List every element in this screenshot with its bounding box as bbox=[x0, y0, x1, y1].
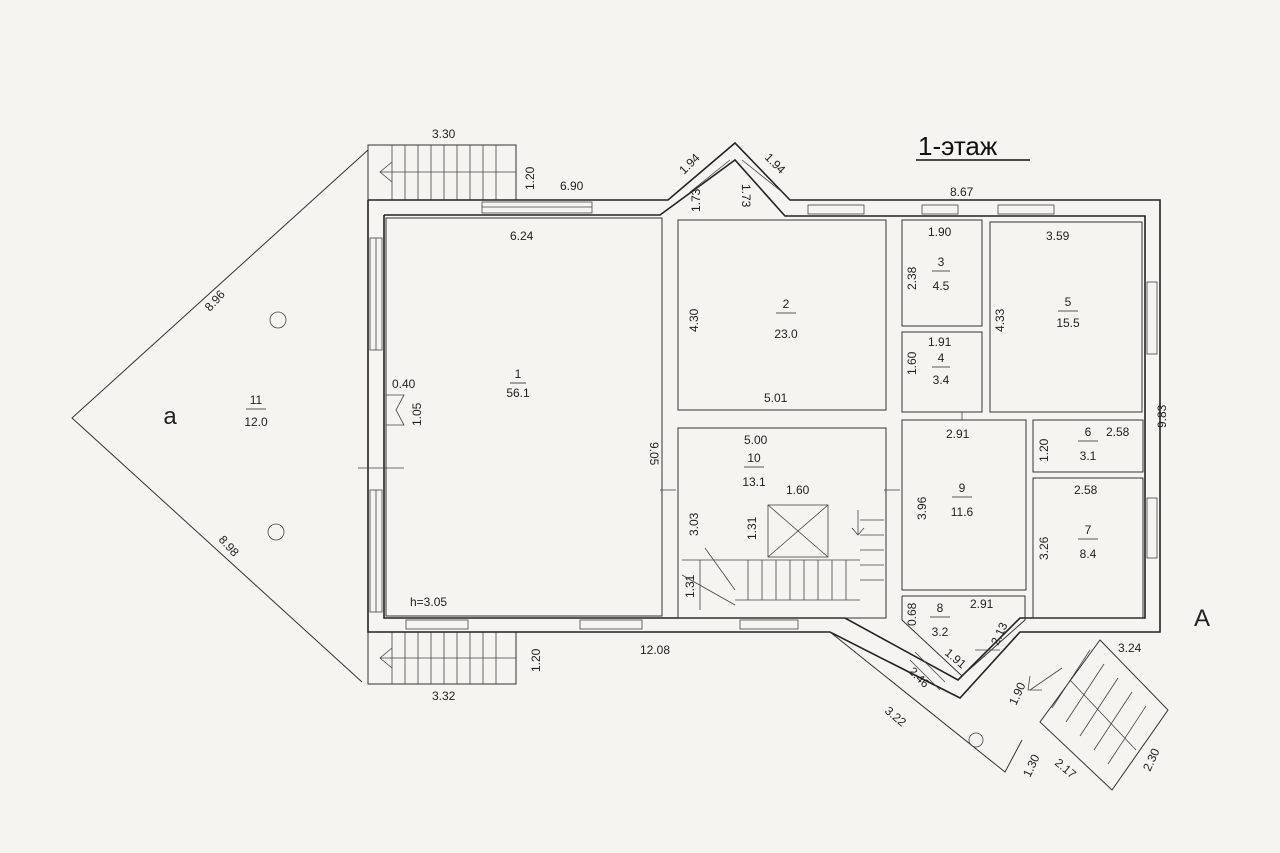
svg-text:3.22: 3.22 bbox=[882, 704, 909, 730]
svg-text:8.67: 8.67 bbox=[950, 185, 974, 199]
svg-text:1.60: 1.60 bbox=[786, 483, 810, 497]
steps-top-left bbox=[367, 144, 517, 201]
svg-text:1.94: 1.94 bbox=[762, 150, 789, 177]
windows bbox=[369, 159, 1158, 630]
svg-text:2.17: 2.17 bbox=[1052, 756, 1079, 782]
svg-text:2.38: 2.38 bbox=[905, 266, 919, 290]
room-labels: 1 56.1 2 23.0 3 4.5 4 3.4 5 15.5 6 3.1 7… bbox=[244, 255, 1098, 639]
room-9-area: 11.6 bbox=[951, 505, 974, 519]
svg-text:1.73: 1.73 bbox=[689, 188, 703, 212]
room-10-number: 10 bbox=[747, 451, 761, 465]
svg-text:5.01: 5.01 bbox=[764, 391, 788, 405]
room-8-number: 8 bbox=[937, 601, 944, 615]
room-7-number: 7 bbox=[1085, 523, 1092, 537]
svg-text:2.58: 2.58 bbox=[1074, 483, 1098, 497]
svg-text:8.96: 8.96 bbox=[202, 287, 228, 314]
dimension-labels: 3.30 1.20 6.90 6.24 1.94 1.94 1.73 1.73 … bbox=[202, 127, 1169, 782]
room-11-number: 11 bbox=[250, 393, 263, 407]
room-7-outline bbox=[1032, 477, 1144, 619]
svg-text:1.91: 1.91 bbox=[942, 646, 969, 672]
room-11-area: 12.0 bbox=[244, 415, 268, 429]
svg-text:0.68: 0.68 bbox=[905, 602, 919, 626]
room-10-area: 13.1 bbox=[742, 475, 766, 489]
plan-title: 1-этаж bbox=[918, 131, 998, 161]
section-mark-right: A bbox=[1194, 605, 1210, 632]
ceiling-height: h=3.05 bbox=[410, 595, 447, 609]
svg-text:1.73: 1.73 bbox=[739, 184, 753, 208]
room-7-area: 8.4 bbox=[1080, 547, 1097, 561]
room-2-number: 2 bbox=[783, 297, 790, 311]
svg-text:1.90: 1.90 bbox=[928, 225, 952, 239]
room-6-outline bbox=[1032, 419, 1144, 473]
svg-text:1.20: 1.20 bbox=[529, 648, 543, 672]
svg-text:9.83: 9.83 bbox=[1155, 404, 1169, 428]
svg-text:1.20: 1.20 bbox=[523, 166, 537, 190]
svg-text:0.40: 0.40 bbox=[392, 377, 416, 391]
svg-text:8.98: 8.98 bbox=[216, 533, 242, 560]
entrance-porch bbox=[829, 631, 1169, 791]
room-10-outline bbox=[677, 427, 887, 619]
svg-text:3.96: 3.96 bbox=[915, 496, 929, 520]
svg-text:9.05: 9.05 bbox=[647, 442, 661, 466]
porch-column bbox=[968, 732, 984, 748]
svg-text:6.90: 6.90 bbox=[560, 179, 584, 193]
svg-text:3.32: 3.32 bbox=[432, 689, 456, 703]
svg-text:2.13: 2.13 bbox=[988, 620, 1011, 647]
svg-text:6.24: 6.24 bbox=[510, 229, 534, 243]
room-1-number: 1 bbox=[515, 367, 522, 381]
svg-text:1.90: 1.90 bbox=[1006, 680, 1029, 707]
room-4-outline bbox=[901, 331, 983, 413]
interior-walls bbox=[385, 217, 1144, 677]
svg-text:2.46: 2.46 bbox=[906, 664, 933, 691]
svg-text:3.24: 3.24 bbox=[1118, 641, 1142, 655]
room-3-number: 3 bbox=[938, 255, 945, 269]
svg-text:2.91: 2.91 bbox=[970, 597, 994, 611]
room-3-outline bbox=[901, 219, 983, 327]
room-2-outline bbox=[677, 219, 887, 411]
room-6-number: 6 bbox=[1085, 425, 1092, 439]
niche-and-doors bbox=[358, 394, 963, 491]
svg-text:3.03: 3.03 bbox=[687, 512, 701, 536]
terrace-column-bottom bbox=[267, 523, 285, 541]
room-5-area: 15.5 bbox=[1056, 316, 1080, 330]
room-6-area: 3.1 bbox=[1080, 449, 1097, 463]
svg-text:1.91: 1.91 bbox=[928, 335, 952, 349]
terrace-column-top bbox=[269, 311, 287, 329]
room-9-number: 9 bbox=[959, 481, 966, 495]
room-5-outline bbox=[989, 221, 1143, 413]
svg-text:5.00: 5.00 bbox=[744, 433, 768, 447]
svg-text:2.58: 2.58 bbox=[1106, 425, 1130, 439]
svg-text:2.30: 2.30 bbox=[1140, 746, 1163, 773]
svg-text:1.31: 1.31 bbox=[745, 516, 759, 540]
svg-text:1.31: 1.31 bbox=[683, 574, 697, 598]
svg-text:1.20: 1.20 bbox=[1037, 438, 1051, 462]
room-1-area: 56.1 bbox=[506, 386, 530, 400]
staircase bbox=[681, 504, 884, 610]
terrace-outline bbox=[71, 149, 369, 683]
svg-text:12.08: 12.08 bbox=[640, 643, 670, 657]
svg-text:1.60: 1.60 bbox=[905, 351, 919, 375]
room-1-outline bbox=[385, 217, 663, 617]
room-8-outline bbox=[901, 595, 1026, 677]
svg-text:3.26: 3.26 bbox=[1037, 536, 1051, 560]
svg-text:3.59: 3.59 bbox=[1046, 229, 1070, 243]
svg-text:4.33: 4.33 bbox=[993, 308, 1007, 332]
svg-text:2.91: 2.91 bbox=[946, 427, 970, 441]
room-8-area: 3.2 bbox=[932, 625, 949, 639]
room-3-area: 4.5 bbox=[933, 279, 950, 293]
svg-text:4.30: 4.30 bbox=[687, 308, 701, 332]
room-2-area: 23.0 bbox=[774, 327, 798, 341]
room-4-area: 3.4 bbox=[933, 373, 950, 387]
svg-text:3.30: 3.30 bbox=[432, 127, 456, 141]
room-9-outline bbox=[901, 419, 1027, 591]
room-5-number: 5 bbox=[1065, 295, 1072, 309]
steps-bottom-left bbox=[367, 631, 517, 685]
svg-text:1.05: 1.05 bbox=[410, 402, 424, 426]
svg-text:1.30: 1.30 bbox=[1020, 752, 1043, 779]
section-mark-left: a bbox=[163, 403, 177, 430]
room-4-number: 4 bbox=[938, 351, 945, 365]
